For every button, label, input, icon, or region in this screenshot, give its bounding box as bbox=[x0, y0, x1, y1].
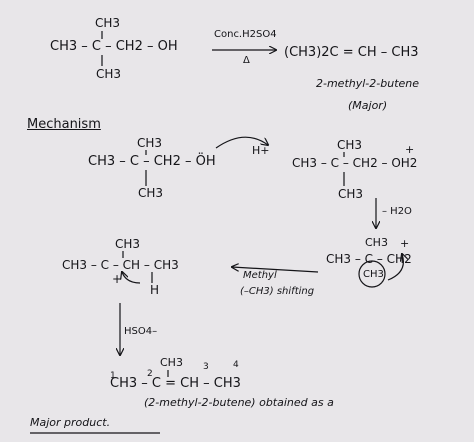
step1-chain: CH3 – C – CH2 – ÖH bbox=[88, 154, 216, 169]
step1-product-bottom-methyl: CH3 bbox=[338, 187, 364, 201]
reactant-top-methyl: CH3 bbox=[95, 16, 121, 30]
shift-arrow bbox=[232, 267, 319, 273]
product-note: (Major) bbox=[348, 99, 388, 112]
deprotonation-curved-arrow bbox=[122, 272, 141, 284]
oxonium-charge: + bbox=[405, 143, 415, 156]
reactant-chain: CH3 – C – CH2 – OH bbox=[50, 39, 178, 54]
product-formula: (CH3)2C = CH – CH3 bbox=[284, 45, 419, 60]
step3-top-methyl: CH3 bbox=[115, 237, 141, 251]
tertiary-carbocation-charge: + bbox=[112, 272, 123, 286]
locant-1: 1 bbox=[110, 371, 116, 381]
reactant-bottom-methyl: CH3 bbox=[96, 67, 122, 81]
step1-product-top-methyl: CH3 bbox=[337, 138, 363, 152]
step1-product-chain: CH3 – C – CH2 – OH2 bbox=[292, 156, 418, 170]
mechanism-heading: Mechanism bbox=[27, 117, 101, 132]
final-product-name: (2-methyl-2-butene) obtained as a bbox=[144, 396, 334, 409]
major-product-note: Major product. bbox=[30, 416, 111, 429]
water-loss-label: – H2O bbox=[382, 206, 412, 217]
locant-2: 2 bbox=[147, 369, 153, 379]
methyl-shift-label: Methyl bbox=[243, 270, 277, 281]
product-top-methyl: CH3 bbox=[160, 356, 183, 369]
reagent-conc-h2so4: Conc.H2SO4 bbox=[214, 29, 277, 40]
methyl-shift-curved-arrow bbox=[387, 254, 403, 281]
final-product-formula: CH3 – C = CH – CH3 bbox=[110, 376, 241, 391]
protonation-curved-arrow bbox=[215, 136, 268, 149]
locant-4: 4 bbox=[233, 360, 239, 370]
step1-proton-reagent: H+ bbox=[252, 144, 270, 157]
bisulfate-base: HSO4– bbox=[124, 326, 158, 337]
step3-chain: CH3 – C – CH – CH3 bbox=[62, 258, 179, 272]
methyl-shift-detail: (–CH3) shifting bbox=[240, 286, 315, 297]
product-name: 2-methyl-2-butene bbox=[316, 77, 420, 90]
methyl-circle bbox=[358, 260, 386, 288]
reagent-heat: Δ bbox=[243, 55, 250, 66]
step1-top-methyl: CH3 bbox=[137, 136, 163, 150]
step1-bottom-methyl: CH3 bbox=[138, 186, 164, 200]
carbocation-charge: + bbox=[400, 237, 410, 250]
step2-chain: CH3 – C – CH2 bbox=[326, 252, 412, 266]
beta-hydrogen: H bbox=[150, 283, 160, 297]
step2-top-methyl: CH3 bbox=[365, 236, 388, 249]
migrating-methyl: CH3 bbox=[363, 269, 384, 280]
locant-3: 3 bbox=[203, 362, 209, 372]
